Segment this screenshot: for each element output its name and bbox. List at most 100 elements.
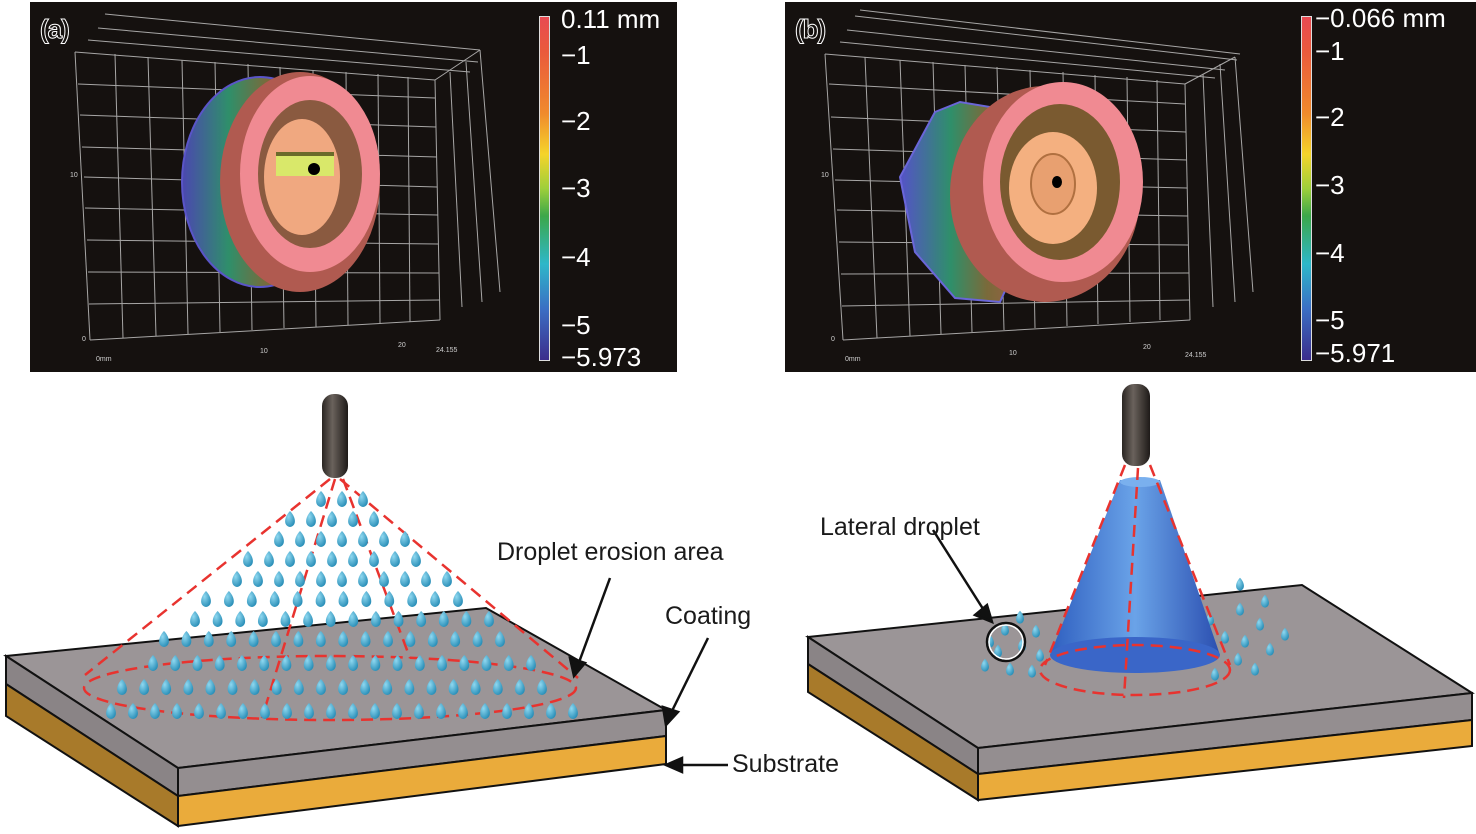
callout-arrow <box>931 529 994 625</box>
droplet <box>327 551 337 567</box>
droplet <box>306 551 316 567</box>
droplet <box>427 631 438 647</box>
droplet <box>338 591 349 607</box>
droplet <box>392 655 403 671</box>
droplet <box>205 679 216 695</box>
droplet <box>426 679 437 695</box>
jet-illustration <box>805 384 1475 802</box>
schematic-jet: Lateral droplet <box>740 380 1476 829</box>
droplet <box>232 571 242 587</box>
colorbar-tick: −1 <box>561 40 591 70</box>
droplet <box>348 655 358 671</box>
axis-label-x-end: 24.155 <box>1185 352 1207 359</box>
droplet <box>1241 634 1249 648</box>
axis-label-x-mid: 10 <box>260 348 268 355</box>
droplet <box>537 679 547 695</box>
droplet <box>315 631 326 647</box>
droplet <box>461 611 472 627</box>
droplet <box>203 631 214 647</box>
jet-cone <box>1050 477 1220 673</box>
droplet <box>994 644 1002 658</box>
droplet <box>1032 624 1040 638</box>
droplet <box>369 551 379 567</box>
droplet <box>315 591 326 607</box>
arrow-head <box>568 656 588 679</box>
droplet <box>472 631 483 647</box>
droplet <box>172 703 182 719</box>
droplet <box>358 531 368 547</box>
droplet <box>148 655 158 671</box>
droplet <box>502 703 512 719</box>
droplet <box>515 679 525 695</box>
droplet <box>382 679 393 695</box>
droplet <box>1281 627 1289 641</box>
droplet <box>400 571 410 587</box>
arrow-head <box>972 602 994 625</box>
droplet <box>282 703 292 719</box>
label-coating: Coating <box>665 602 752 630</box>
droplet <box>235 611 246 627</box>
droplet <box>170 655 181 671</box>
droplet <box>524 703 534 719</box>
surface-scan-a: (a) 0mm 10 20 24.155 0 10 <box>30 2 507 372</box>
droplet <box>384 591 395 607</box>
droplet <box>285 511 295 527</box>
arrow-head <box>662 756 684 774</box>
nozzle-icon <box>322 394 348 478</box>
droplet <box>526 655 536 671</box>
droplet <box>453 591 463 607</box>
droplet <box>1036 648 1044 662</box>
droplet <box>260 703 270 719</box>
colorbar-tick: −0.066 mm <box>1315 3 1446 33</box>
droplet <box>117 679 127 695</box>
arrow-head <box>661 705 681 728</box>
droplet <box>358 491 368 507</box>
droplet <box>271 631 281 647</box>
droplet <box>442 571 452 587</box>
droplet <box>280 611 291 627</box>
droplet <box>192 655 203 671</box>
droplet <box>361 591 372 607</box>
droplet <box>437 655 447 671</box>
droplet <box>226 631 237 647</box>
axis-label-y-mid: 10 <box>70 172 78 179</box>
droplet <box>128 703 138 719</box>
droplet <box>348 703 358 719</box>
droplet <box>1211 667 1219 681</box>
droplet <box>568 703 578 719</box>
colorbar-tick: −5 <box>561 310 591 340</box>
droplet <box>249 679 260 695</box>
axis-label-x-mid: 10 <box>1009 350 1017 357</box>
droplet <box>303 655 314 671</box>
droplet <box>371 611 381 627</box>
schematic-spray: Droplet erosion area Coating Substrate <box>0 380 839 829</box>
colorbar-tick: −2 <box>1315 102 1345 132</box>
colorbar-b: −0.066 mm −1 −2 −3 −4 −5 −5.971 <box>1263 2 1476 372</box>
droplet <box>159 631 169 647</box>
droplet <box>492 679 503 695</box>
axis-label-x-end: 24.155 <box>436 347 458 354</box>
droplet <box>390 551 400 567</box>
label-lateral-droplet: Lateral droplet <box>820 513 980 541</box>
droplet <box>1234 652 1242 666</box>
droplet <box>416 611 427 627</box>
droplet <box>438 611 449 627</box>
colorbar-tick: −4 <box>561 242 591 272</box>
droplet <box>1236 602 1244 616</box>
droplet <box>303 611 313 627</box>
droplet <box>259 655 270 671</box>
droplet <box>181 631 192 647</box>
droplet <box>292 591 303 607</box>
droplet <box>370 655 381 671</box>
droplet <box>495 631 505 647</box>
droplet <box>1266 642 1274 656</box>
droplet <box>316 679 326 695</box>
droplet <box>348 511 358 527</box>
droplet <box>1028 664 1036 678</box>
droplet <box>325 611 336 627</box>
droplet <box>421 571 431 587</box>
droplet <box>369 511 379 527</box>
droplet <box>316 571 326 587</box>
droplet <box>459 655 470 671</box>
droplet <box>358 571 368 587</box>
